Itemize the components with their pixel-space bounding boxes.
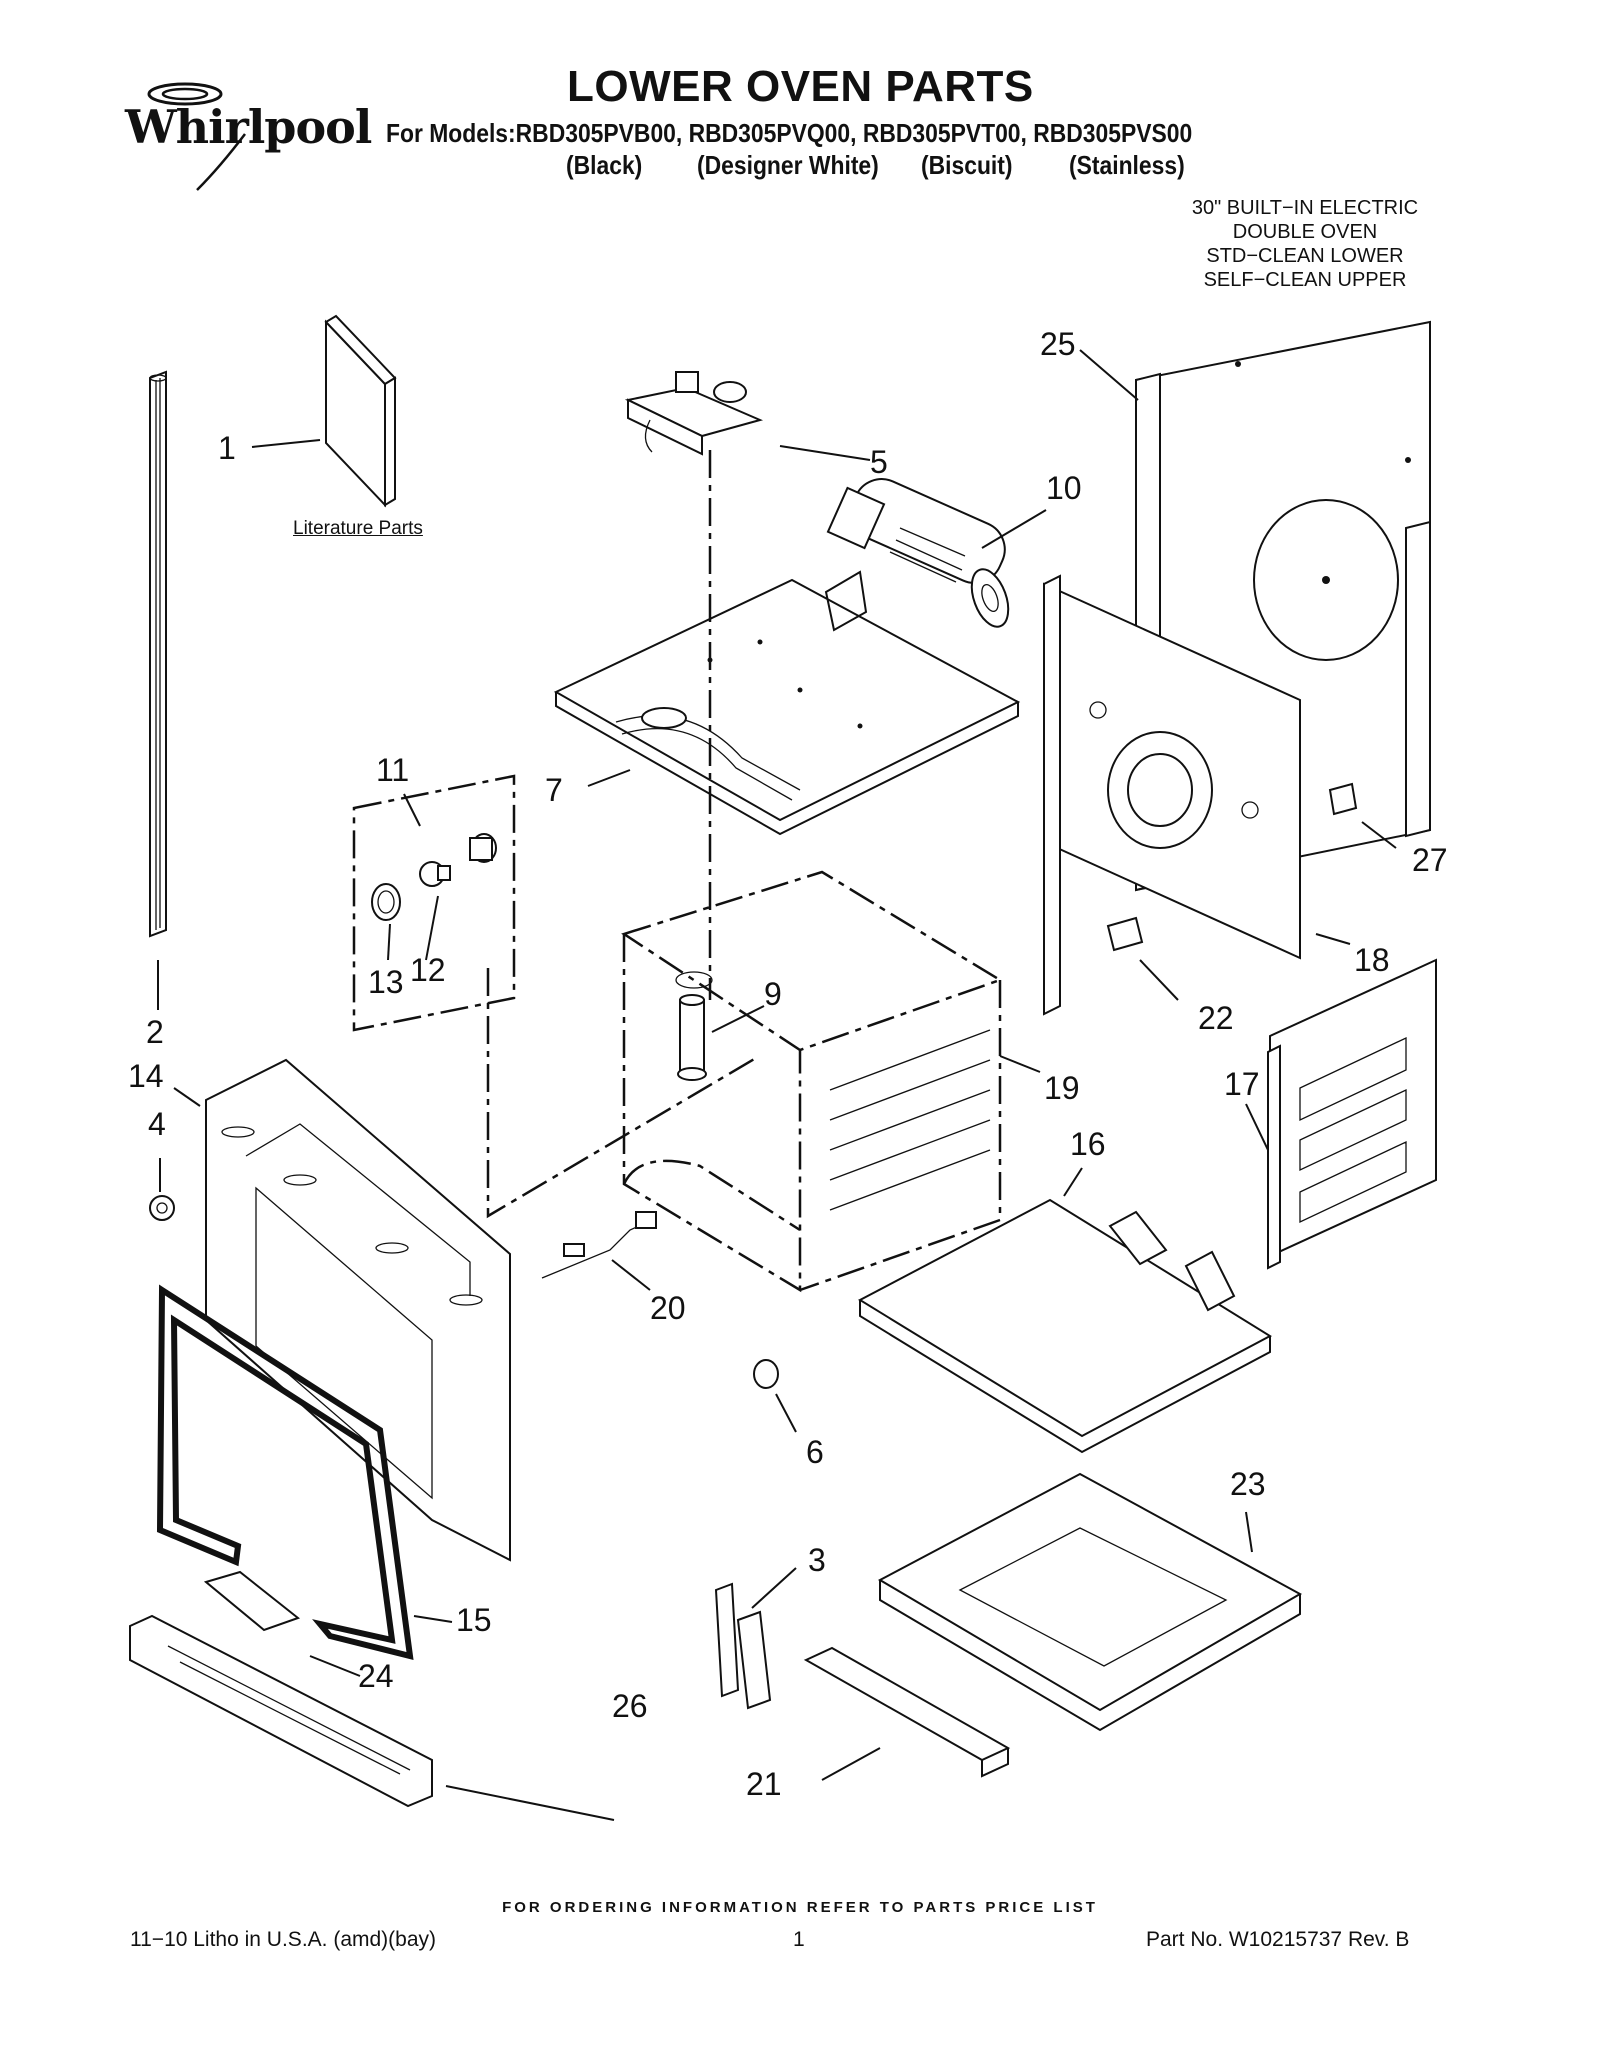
callout-21: 21 [746, 1766, 782, 1802]
part-6-plug [753, 1359, 779, 1389]
part-17-side-panel [1267, 958, 1437, 1270]
part-number: Part No. W10215737 Rev. B [1146, 1928, 1410, 1951]
part-18-fan-cover [1043, 574, 1301, 1016]
part-21-rail [803, 1646, 1011, 1778]
color-black: (Black) [566, 150, 643, 180]
callout-9: 9 [764, 976, 782, 1012]
part-4-bumper [149, 1195, 175, 1221]
callout-12: 12 [410, 952, 446, 988]
spec-line-3: STD−CLEAN LOWER [1206, 245, 1404, 267]
callout-15: 15 [456, 1602, 492, 1638]
callout-4: 4 [148, 1106, 166, 1142]
spec-line-4: SELF−CLEAN UPPER [1203, 269, 1407, 291]
part-19-oven-cavity [621, 870, 1003, 1293]
callout-7: 7 [545, 772, 563, 808]
callout-24: 24 [358, 1658, 394, 1694]
part-5-bracket [624, 371, 764, 456]
part-1-literature [324, 314, 397, 508]
color-biscuit: (Biscuit) [921, 150, 1013, 180]
callout-26: 26 [612, 1688, 648, 1724]
callout-22: 22 [1198, 1000, 1234, 1036]
callout-10: 10 [1046, 470, 1082, 506]
callout-18: 18 [1354, 942, 1390, 978]
callout-6: 6 [806, 1434, 824, 1470]
part-10-fan-motor [826, 478, 1010, 628]
brand-logo: Whirlpool [125, 72, 372, 192]
callout-27: 27 [1412, 842, 1448, 878]
callout-17: 17 [1224, 1066, 1260, 1102]
oven-spec-block: 30" BUILT−IN ELECTRIC DOUBLE OVEN STD−CL… [1155, 196, 1455, 292]
part-2-trim-strip [149, 370, 167, 938]
color-stainless: (Stainless) [1069, 150, 1185, 180]
part-24-slide [203, 1570, 301, 1632]
litho-info: 11−10 Litho in U.S.A. (amd)(bay) [130, 1928, 437, 1951]
callout-16: 16 [1070, 1126, 1106, 1162]
callout-23: 23 [1230, 1466, 1266, 1502]
part-11-knob-assembly [371, 833, 497, 921]
literature-parts-label: Literature Parts [293, 518, 423, 539]
callout-20: 20 [650, 1290, 686, 1326]
callout-1: 1 [218, 430, 236, 466]
ordering-note: FOR ORDERING INFORMATION REFER TO PARTS … [502, 1899, 1098, 1916]
spec-line-2: DOUBLE OVEN [1232, 221, 1378, 243]
part-3-hinge-bracket [714, 1582, 772, 1710]
callout-25: 25 [1040, 326, 1076, 362]
models-line: For Models:RBD305PVB00, RBD305PVQ00, RBD… [386, 118, 1193, 148]
brand-wordmark: Whirlpool [125, 100, 372, 154]
callout-3: 3 [808, 1542, 826, 1578]
part-9-light [677, 994, 707, 1081]
part-26-vent-trim [129, 1614, 433, 1808]
color-designer-white: (Designer White) [697, 150, 879, 180]
callout-5: 5 [870, 444, 888, 480]
assembly-dashed-lines [352, 450, 757, 1219]
brand-logo-swirl [147, 82, 246, 191]
part-27-clip [1328, 782, 1358, 816]
part-22-bracket [1106, 916, 1144, 952]
spec-line-1: 30" BUILT−IN ELECTRIC [1191, 197, 1419, 219]
page-title: LOWER OVEN PARTS [567, 62, 1034, 111]
part-20-sensor [541, 1211, 657, 1279]
callout-11: 11 [376, 752, 410, 788]
callout-13: 13 [368, 964, 404, 1000]
part-14-front-frame [205, 1058, 511, 1562]
callout-19: 19 [1044, 1070, 1080, 1106]
part-15-gasket [156, 1284, 414, 1660]
part-23-bottom-tray [877, 1472, 1303, 1732]
callout-leaders [157, 349, 1397, 1821]
page-number: 1 [793, 1928, 805, 1951]
part-16-bottom-shield [857, 1198, 1273, 1454]
callout-2: 2 [146, 1014, 164, 1050]
part-7-top-panel [553, 570, 1021, 836]
callout-14: 14 [128, 1058, 164, 1094]
